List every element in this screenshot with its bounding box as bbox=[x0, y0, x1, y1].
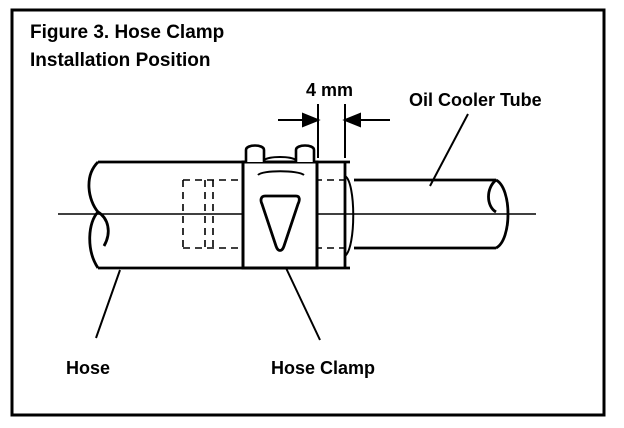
hose-clamp-label: Hose Clamp bbox=[271, 358, 375, 378]
dimension-marker bbox=[278, 104, 390, 158]
oil-cooler-tube-leader bbox=[429, 113, 469, 187]
dimension-label: 4 mm bbox=[306, 80, 353, 100]
figure-border bbox=[10, 8, 606, 417]
oil-cooler-tube bbox=[354, 178, 510, 250]
oil-cooler-tube-label: Oil Cooler Tube bbox=[409, 90, 542, 110]
figure-title-line2: Installation Position bbox=[30, 50, 211, 71]
hose-clamp bbox=[241, 144, 319, 270]
hose-leader bbox=[95, 269, 121, 339]
tube-inside-hose bbox=[182, 179, 350, 249]
figure-title-line1: Figure 3. Hose Clamp bbox=[30, 22, 224, 43]
hose-label: Hose bbox=[66, 358, 110, 378]
hose-clamp-leader bbox=[285, 267, 321, 341]
